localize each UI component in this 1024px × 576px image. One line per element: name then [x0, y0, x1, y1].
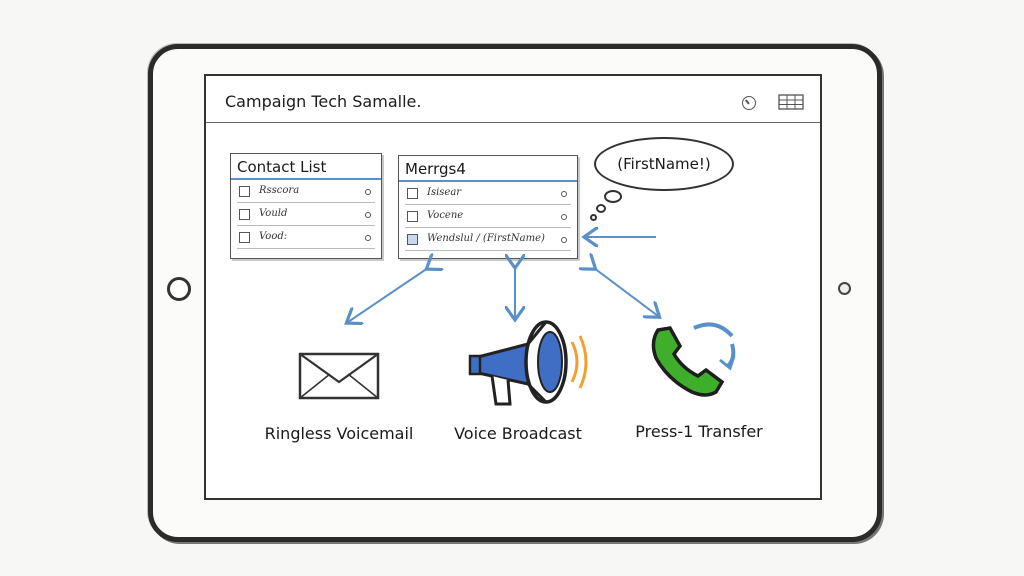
list-item[interactable]: Wendslul / (FirstName): [405, 228, 571, 251]
checkbox[interactable]: [407, 234, 418, 245]
row-menu-icon[interactable]: [365, 189, 371, 195]
list-item-label: Wendslul / (FirstName): [427, 233, 545, 244]
grid-icon[interactable]: [778, 94, 804, 110]
arrow-to-transfer: [594, 268, 658, 316]
row-menu-icon[interactable]: [561, 237, 567, 243]
arrow-to-ringless: [348, 268, 428, 322]
checkbox[interactable]: [239, 232, 250, 243]
list-item[interactable]: Vood:: [237, 226, 375, 249]
row-menu-icon[interactable]: [561, 214, 567, 220]
bubble-dot: [590, 214, 597, 221]
camera-icon: [838, 282, 851, 295]
home-button[interactable]: [167, 277, 191, 301]
list-item[interactable]: Vould: [237, 203, 375, 226]
checkbox[interactable]: [407, 211, 418, 222]
voice-broadcast-label: Voice Broadcast: [454, 424, 582, 443]
list-item-label: Isisear: [427, 187, 462, 198]
row-menu-icon[interactable]: [365, 212, 371, 218]
megaphone-icon: [468, 320, 588, 406]
message-panel: Merrgs4 Isisear Vocene Wendslul / (First…: [398, 155, 578, 259]
checkbox[interactable]: [239, 186, 250, 197]
checkbox[interactable]: [239, 209, 250, 220]
list-item-label: Vood:: [259, 231, 288, 242]
row-menu-icon[interactable]: [365, 235, 371, 241]
contact-list-title: Contact List: [231, 154, 381, 180]
list-item-label: Rsscora: [259, 185, 300, 196]
firstname-bubble: (FirstName!): [594, 137, 734, 191]
list-item[interactable]: Vocene: [405, 205, 571, 228]
list-item[interactable]: Isisear: [405, 182, 571, 205]
bubble-dot: [596, 204, 606, 213]
row-menu-icon[interactable]: [561, 191, 567, 197]
envelope-icon: [298, 352, 380, 400]
ringless-voicemail-label: Ringless Voicemail: [264, 424, 414, 443]
phone-icon: [651, 322, 736, 397]
app-title-bar: Campaign Tech Samalle.: [206, 76, 820, 123]
list-item-label: Vocene: [427, 210, 464, 221]
message-title: Merrgs4: [399, 156, 577, 182]
list-item[interactable]: Rsscora: [237, 180, 375, 203]
bubble-dot: [604, 190, 622, 203]
press-1-transfer-label: Press-1 Transfer: [635, 422, 763, 441]
app-title: Campaign Tech Samalle.: [225, 92, 422, 111]
checkbox[interactable]: [407, 188, 418, 199]
list-item-label: Vould: [259, 208, 288, 219]
clock-icon[interactable]: [742, 96, 756, 110]
contact-list-panel: Contact List Rsscora Vould Vood:: [230, 153, 382, 259]
